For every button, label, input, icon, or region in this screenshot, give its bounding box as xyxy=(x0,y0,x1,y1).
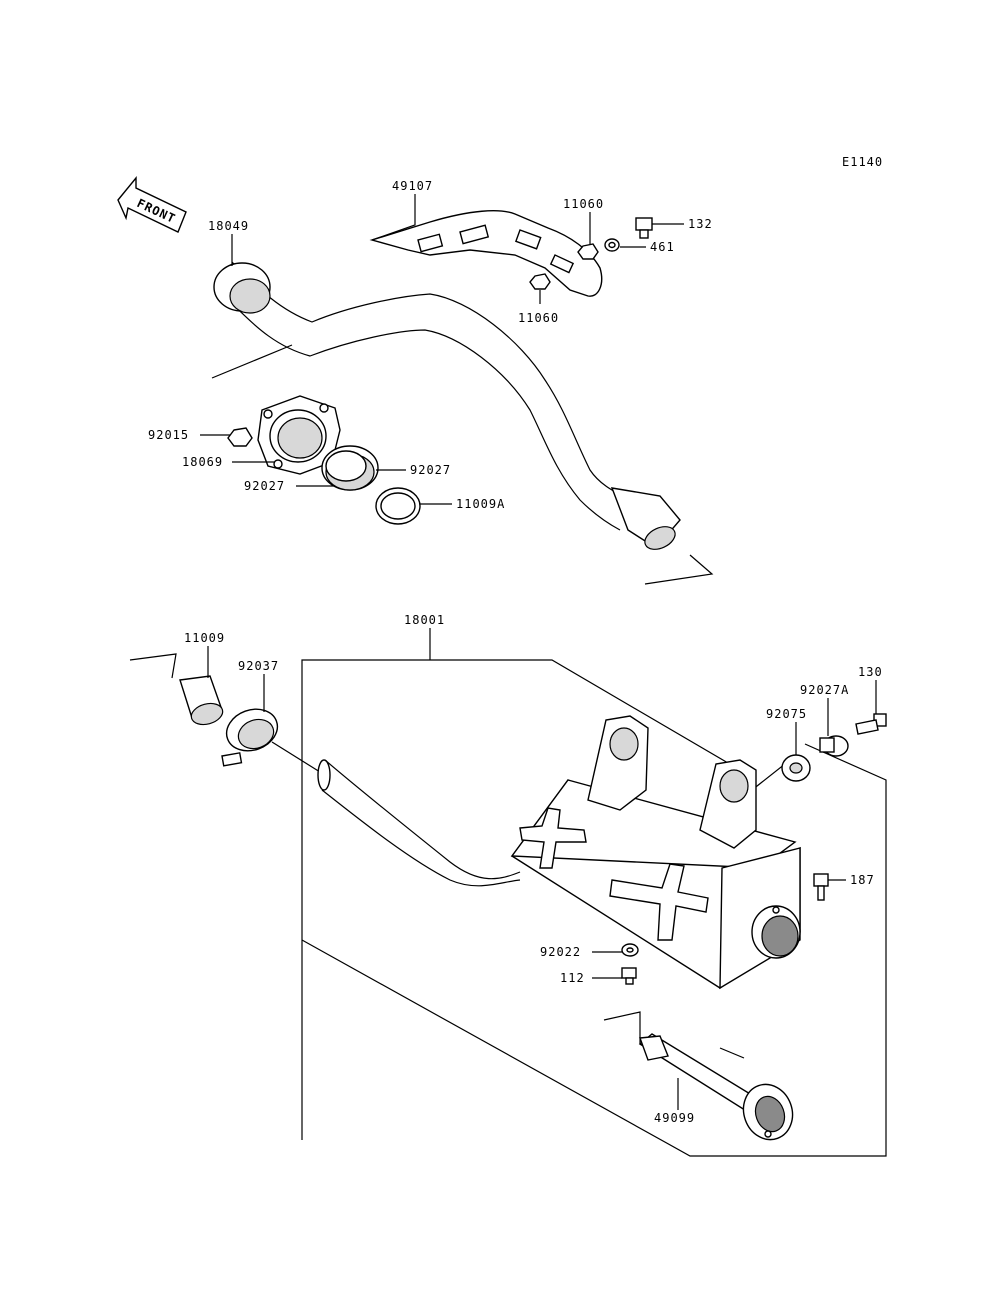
head-pipe-18049 xyxy=(213,261,681,550)
part-label: 130 xyxy=(858,665,883,679)
part-label: 92075 xyxy=(766,707,807,721)
part-label: 11060 xyxy=(518,311,559,325)
collar-92027 xyxy=(321,445,379,491)
nut-icon xyxy=(227,427,253,447)
guide-line xyxy=(271,741,321,773)
part-label: 92022 xyxy=(540,945,581,959)
clamp-92037 xyxy=(221,708,279,767)
part-label: 11009A xyxy=(456,497,505,511)
muffler-18001 xyxy=(317,715,801,990)
flange-18069 xyxy=(257,395,341,475)
part-label: 92027A xyxy=(800,683,849,697)
guide-line xyxy=(644,554,714,585)
front-arrow-icon: FRONT xyxy=(117,176,187,233)
bolt-icon xyxy=(813,873,829,901)
part-label: 92037 xyxy=(238,659,279,673)
guide-line xyxy=(129,653,177,679)
diagram-code: E1140 xyxy=(842,155,883,169)
assembly-frame xyxy=(301,659,741,1140)
collar-92027A xyxy=(819,735,849,757)
part-label: 49099 xyxy=(654,1111,695,1125)
part-label: 112 xyxy=(560,971,585,985)
spark-arrester-49099 xyxy=(638,1033,794,1141)
guide-line xyxy=(211,344,293,379)
nut-icon xyxy=(577,243,599,260)
guide-line xyxy=(603,1011,641,1044)
leader-lines xyxy=(200,194,877,1110)
heat-guard-49107 xyxy=(369,210,603,297)
gasket-11009A xyxy=(375,487,421,525)
part-label: 11060 xyxy=(563,197,604,211)
damper-92075 xyxy=(781,754,811,782)
part-label: 92015 xyxy=(148,428,189,442)
part-label: 11009 xyxy=(184,631,225,645)
part-label: 92027 xyxy=(244,479,285,493)
bolt-icon xyxy=(855,713,887,735)
nut-icon xyxy=(529,273,551,290)
part-label: 461 xyxy=(650,240,675,254)
washer-icon xyxy=(621,943,639,957)
assembly-frame xyxy=(301,743,887,1157)
part-label: 49107 xyxy=(392,179,433,193)
part-label: 18049 xyxy=(208,219,249,233)
part-label: 187 xyxy=(850,873,875,887)
part-label: 18069 xyxy=(182,455,223,469)
washer-icon xyxy=(604,238,620,252)
bolt-icon xyxy=(621,967,637,985)
guide-line xyxy=(719,1047,745,1059)
part-label: 92027 xyxy=(410,463,451,477)
bolt-icon xyxy=(635,217,653,239)
gasket-11009 xyxy=(179,675,224,726)
part-label: 18001 xyxy=(404,613,445,627)
part-label: 132 xyxy=(688,217,713,231)
